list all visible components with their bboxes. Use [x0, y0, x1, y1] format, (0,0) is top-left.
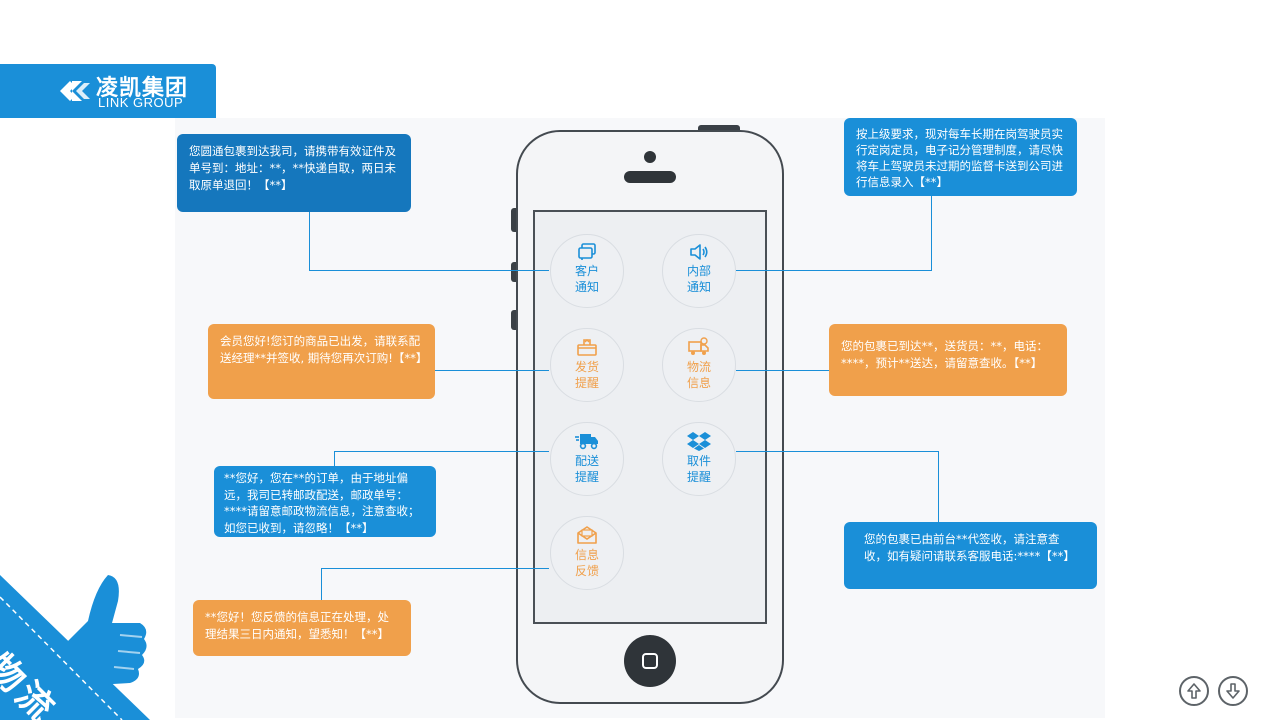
logo-band	[0, 64, 216, 118]
connector-line	[334, 451, 549, 452]
connector-line	[309, 211, 310, 271]
connector-line	[321, 568, 549, 569]
app-logistics-info[interactable]: 物流 信息	[662, 328, 736, 402]
app-label: 内部 通知	[686, 264, 711, 294]
arrow-up-icon	[1187, 683, 1201, 699]
brand-name-en: LINK GROUP	[98, 95, 184, 110]
app-label: 配送 提醒	[574, 454, 599, 484]
app-internal-notice[interactable]: 内部 通知	[662, 234, 736, 308]
phone-mute-switch	[511, 208, 517, 232]
app-label: 取件 提醒	[686, 454, 711, 484]
truck-icon	[688, 337, 709, 355]
app-customer-notice[interactable]: 客户 通知	[550, 234, 624, 308]
dropbox-icon	[687, 432, 711, 451]
envelope-icon	[577, 526, 597, 544]
connector-line	[736, 370, 830, 371]
thumbs-up-icon	[66, 575, 147, 685]
callout-feedback: **您好！您反馈的信息正在处理，处理结果三日内通知，望悉知！【**】	[193, 600, 411, 656]
prev-slide-button[interactable]	[1179, 676, 1209, 706]
connector-line	[435, 370, 549, 371]
connector-line	[938, 451, 939, 522]
connector-line	[736, 270, 932, 271]
callout-internal-notice: 按上级要求，现对每车长期在岗驾驶员实行定岗定员，电子记分管理制度，请尽快将车上驾…	[844, 118, 1077, 196]
app-shipping-reminder[interactable]: 发货 提醒	[550, 328, 624, 402]
connector-line	[321, 568, 322, 601]
connector-line	[736, 451, 939, 452]
thumbs-up-corner-banner	[0, 575, 150, 720]
app-feedback[interactable]: 信息 反馈	[550, 516, 624, 590]
callout-logistics-info: 您的包裹已到达**，送货员：**，电话：****，预计**送达，请留意查收。【*…	[829, 324, 1067, 396]
box-icon	[577, 339, 597, 356]
callout-pickup-reminder: 您的包裹已由前台**代签收，请注意查收，如有疑问请联系客服电话:****【**】	[844, 522, 1097, 589]
phone-power-button	[698, 125, 740, 131]
next-slide-button[interactable]	[1218, 676, 1248, 706]
connector-line	[334, 451, 335, 467]
link-group-logo-icon	[60, 81, 90, 101]
app-pickup-reminder[interactable]: 取件 提醒	[662, 422, 736, 496]
home-button-square-icon	[642, 653, 658, 669]
arrow-down-icon	[1226, 683, 1240, 699]
phone-camera	[644, 151, 656, 163]
app-label: 信息 反馈	[574, 548, 599, 578]
app-label: 客户 通知	[574, 264, 599, 294]
app-delivery-reminder[interactable]: 配送 提醒	[550, 422, 624, 496]
phone-volume-up	[511, 262, 517, 282]
delivery-truck-icon	[575, 434, 598, 450]
connector-line	[309, 270, 549, 271]
speaker-icon	[690, 244, 708, 260]
phone-home-button[interactable]	[624, 635, 676, 687]
brand-name-cn: 凌凯集团	[96, 76, 189, 101]
callout-customer-notice: 您圆通包裹到达我司，请携带有效证件及单号到：地址：**，**快递自取，两日未取原…	[177, 134, 411, 212]
chat-icon	[578, 243, 596, 260]
app-label: 物流 信息	[686, 360, 711, 390]
connector-line	[931, 196, 932, 271]
callout-delivery-reminder: **您好，您在**的订单，由于地址偏远，我司已转邮政配送，邮政单号：****请留…	[214, 466, 436, 537]
callout-shipping-reminder: 会员您好!您订的商品已出发，请联系配送经理**并签收, 期待您再次订购!【**】	[208, 324, 435, 399]
app-label: 发货 提醒	[574, 360, 599, 390]
phone-volume-down	[511, 310, 517, 330]
phone-speaker	[624, 171, 676, 183]
